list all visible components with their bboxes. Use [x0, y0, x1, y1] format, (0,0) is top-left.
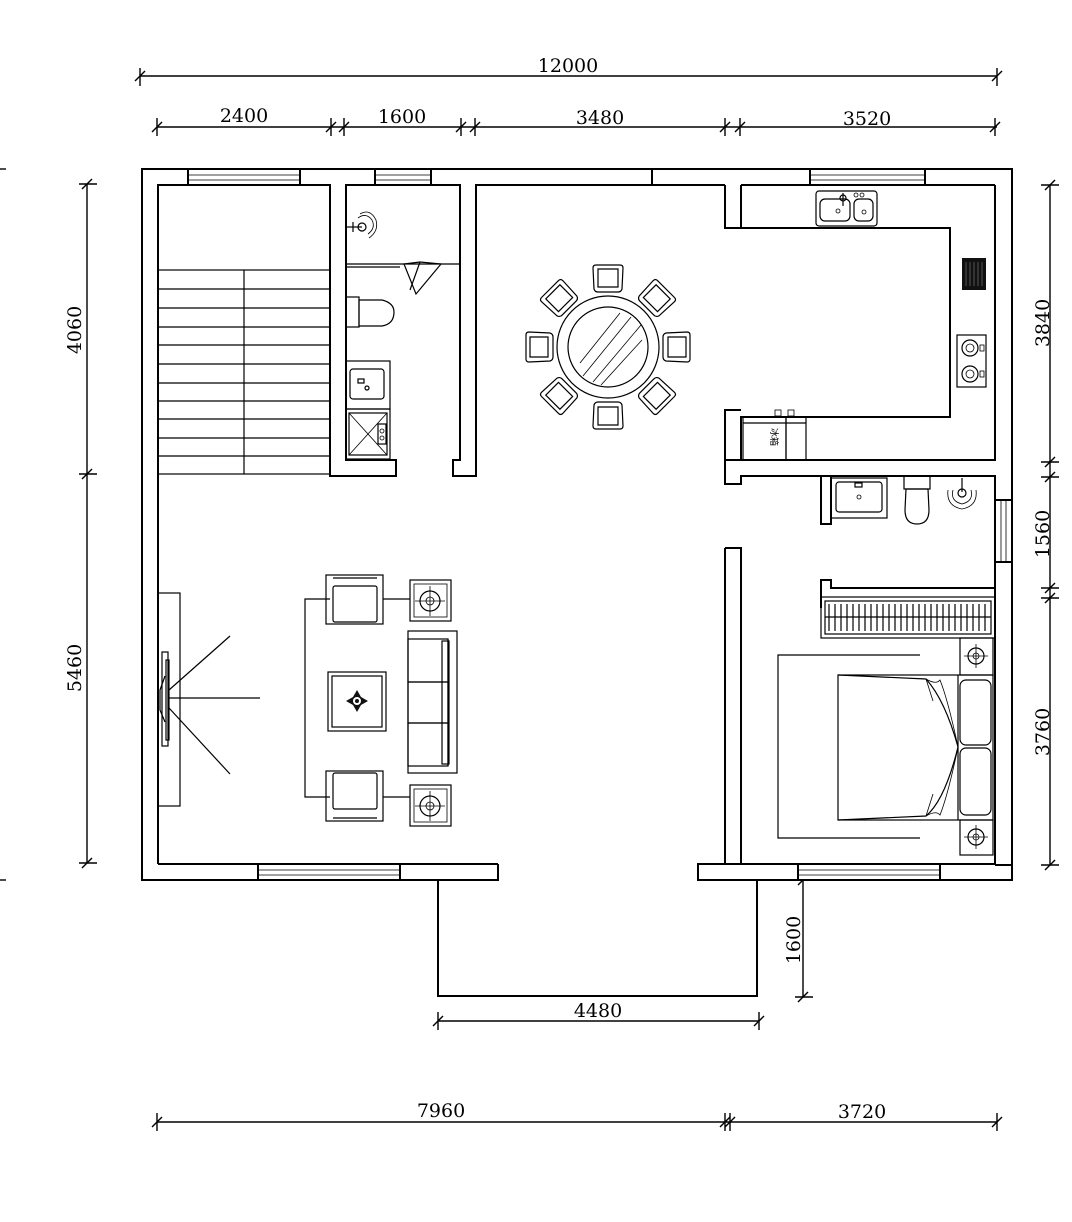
nightstand-lamp-icon: [959, 637, 994, 676]
dining-chair-icon: [525, 331, 554, 363]
dim-top-seg-1: 2400: [220, 105, 268, 127]
dining-chair-icon: [637, 376, 677, 416]
washing-machine-icon: [345, 408, 391, 460]
staircase: [157, 269, 331, 475]
tv-cabinet: [157, 592, 181, 807]
kitchen: 冰箱: [742, 190, 987, 461]
dim-top-seg-2: 1600: [378, 106, 426, 128]
side-table-lamp-icon: [409, 784, 452, 827]
dim-top-seg-3: 3480: [576, 107, 624, 129]
toilet-icon: [345, 296, 395, 328]
fridge-label: 冰箱: [768, 428, 780, 446]
bathroom-1: [345, 211, 460, 460]
sofa-icon: [407, 630, 458, 774]
sink-icon: [830, 477, 888, 519]
fridge-icon: 冰箱: [742, 409, 807, 461]
kitchen-sink-icon: [815, 190, 878, 227]
side-table-lamp-icon: [409, 579, 452, 622]
dining-chair-icon: [539, 376, 579, 416]
dining-set: [525, 264, 691, 430]
dim-right-seg-3: 3760: [1032, 708, 1054, 756]
dining-chair-icon: [662, 331, 691, 363]
dim-right-seg-2: 1560: [1032, 510, 1054, 558]
sink-icon: [345, 360, 391, 410]
dim-right-seg-1: 3840: [1032, 299, 1054, 347]
gas-stove-icon: [956, 334, 987, 388]
dining-chair-icon: [592, 401, 624, 430]
living-room: [157, 574, 458, 827]
dim-balcony-depth: 1600: [783, 916, 805, 964]
coffee-table: [327, 671, 387, 732]
dim-bottom-seg-1: 7960: [417, 1100, 465, 1122]
dining-chair-icon: [637, 278, 677, 318]
armchair-icon: [325, 770, 384, 822]
dim-bottom-seg-2: 3720: [838, 1101, 886, 1123]
toilet-icon: [903, 475, 931, 525]
dim-left-seg-1: 4060: [64, 306, 86, 354]
dining-chair-icon: [539, 278, 579, 318]
dim-top-total: 12000: [538, 55, 598, 77]
dim-balcony-width: 4480: [574, 1000, 622, 1022]
dimension-lines: 12000 2400 1600 3480 3520 4060 5460: [0, 55, 1059, 1131]
dining-chair-icon: [592, 264, 624, 293]
bedroom: [777, 637, 994, 856]
wardrobe: [820, 596, 996, 639]
dim-top-seg-4: 3520: [843, 108, 891, 130]
nightstand-lamp-icon: [959, 819, 994, 856]
armchair-icon: [325, 574, 384, 625]
shower-icon: [947, 478, 977, 510]
bathroom-2: [830, 475, 977, 525]
windows: [187, 168, 1013, 881]
dim-left-seg-2: 5460: [64, 644, 86, 692]
shower-icon: [346, 211, 378, 239]
